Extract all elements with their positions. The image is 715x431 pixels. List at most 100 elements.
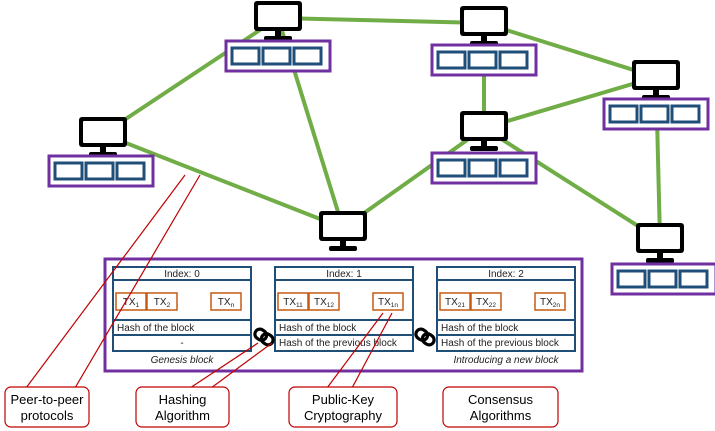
callout-box	[4, 386, 90, 428]
ledger-slot	[436, 50, 467, 70]
computer-center-icon	[319, 211, 367, 251]
transaction-subscript: 2n	[553, 302, 561, 309]
ledger-slot	[670, 104, 701, 124]
callout-pointer	[189, 342, 259, 389]
block-index-label: Index: 0	[164, 269, 200, 280]
block-caption: Introducing a new block	[453, 355, 559, 366]
transaction-label: TX2	[154, 297, 171, 309]
ledger-far-right	[602, 97, 710, 131]
chain-link-0-1-icon	[253, 327, 275, 347]
callout-box	[135, 386, 230, 428]
transaction-main: TX	[445, 297, 458, 308]
transaction-label: TX2n	[540, 297, 560, 309]
network-link	[482, 75, 658, 130]
monitor-neck	[100, 147, 106, 153]
block-index-label: Index: 1	[326, 269, 362, 280]
ledger-middle-right	[430, 151, 538, 185]
transaction-subscript: 2	[167, 302, 171, 309]
transaction-box	[308, 292, 340, 311]
transaction-subscript: 11	[296, 302, 303, 309]
monitor-neck	[481, 141, 487, 147]
callout-text: Hashing	[159, 392, 207, 407]
block-prev-hash-label: -	[180, 338, 183, 349]
transaction-subscript: 21	[458, 302, 466, 309]
callout-text: Cryptography	[304, 408, 383, 423]
block-hash-label: Hash of the block	[279, 323, 357, 334]
transaction-box	[146, 292, 178, 311]
transaction-main: TX	[314, 297, 327, 308]
monitor-screen	[640, 227, 680, 249]
monitor-neck	[275, 31, 281, 37]
monitor-screen	[323, 215, 363, 237]
callout-text: Consensus	[468, 392, 534, 407]
transaction-subscript: 1n	[391, 302, 399, 309]
ledger-bottom-right	[610, 262, 715, 296]
callout-text: Algorithm	[155, 408, 210, 423]
callout-pointer	[25, 174, 186, 389]
transaction-box	[277, 292, 309, 311]
network-link	[482, 126, 662, 242]
chain-ring	[420, 332, 436, 347]
transaction-label: TX22	[476, 297, 496, 309]
chain-ring	[414, 327, 430, 342]
callout-text: protocols	[21, 408, 74, 423]
chain-link-1-2-icon	[414, 327, 436, 347]
monitor-neck	[340, 241, 346, 247]
chain-ring	[253, 327, 269, 342]
ledger-slot	[608, 104, 639, 124]
monitor-neck	[481, 36, 487, 42]
transaction-main: TX	[218, 297, 231, 308]
callout-text: Algorithms	[470, 408, 532, 423]
monitor-screen	[464, 115, 504, 137]
block-prev-hash-label: Hash of the previous block	[441, 338, 560, 349]
monitor-stand	[646, 258, 674, 263]
ledger-slot	[498, 158, 529, 178]
computer-bottom-right-icon	[636, 223, 684, 263]
transaction-subscript: n	[231, 302, 235, 309]
ledger-slot	[678, 269, 709, 289]
chain-ring	[259, 332, 275, 347]
transaction-main: TX	[540, 297, 553, 308]
transaction-subscript: 22	[489, 302, 497, 309]
transaction-subscript: 12	[327, 302, 335, 309]
network-link	[482, 21, 658, 79]
transaction-main: TX	[283, 297, 296, 308]
ledger-slot	[261, 46, 292, 66]
callout-pointer	[74, 174, 201, 389]
monitor-screen	[258, 5, 298, 27]
ledger-slot	[53, 161, 84, 181]
ledger-slot	[84, 161, 115, 181]
block-hash-label: Hash of the block	[117, 323, 195, 334]
ledger-left	[47, 154, 155, 188]
monitor-screen	[464, 10, 504, 32]
callout-pointer	[210, 342, 273, 389]
monitor-neck	[657, 253, 663, 259]
callout-box	[442, 386, 559, 428]
monitor-stand	[329, 246, 357, 251]
network-link	[101, 16, 280, 136]
network-link	[276, 16, 486, 25]
ledger-slot	[616, 269, 647, 289]
computer-top-center-icon	[254, 1, 302, 41]
transaction-box	[470, 292, 502, 311]
ledger-slot	[230, 46, 261, 66]
block-hash-label: Hash of the block	[441, 323, 519, 334]
block-index-label: Index: 2	[488, 269, 524, 280]
transaction-label: TX11	[283, 297, 303, 309]
callout-pointer	[351, 312, 393, 389]
ledger-slot	[467, 158, 498, 178]
ledger-top-center	[224, 39, 332, 73]
transaction-main: TX	[378, 297, 391, 308]
network-link	[101, 132, 345, 230]
transaction-subscript: 1	[136, 302, 140, 309]
monitor-screen	[83, 121, 123, 143]
ledger-slot	[639, 104, 670, 124]
